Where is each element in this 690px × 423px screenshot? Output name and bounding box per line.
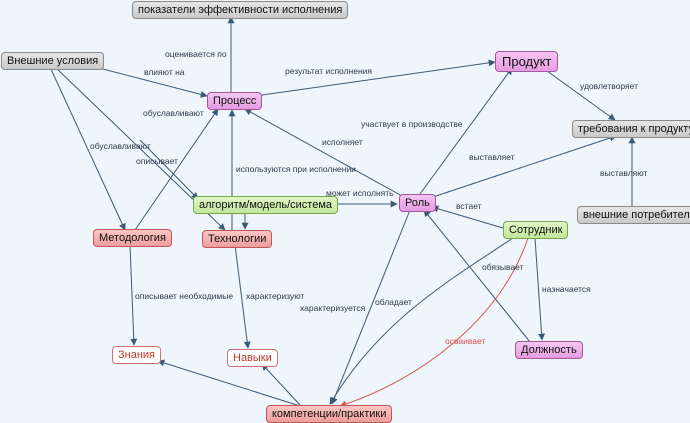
edge-ext-methodology <box>49 66 126 231</box>
edge-competencies-skills <box>261 363 301 406</box>
label-influence: влияют на <box>144 67 185 77</box>
node-employee[interactable]: Сотрудник <box>503 221 569 239</box>
label-assigned: назначается <box>542 284 591 294</box>
edge-ext-process <box>94 66 208 98</box>
label-characterized: характеризуется <box>300 303 366 313</box>
edge-technologies-skills <box>234 244 251 349</box>
node-algorithm[interactable]: алгоритм/модель/система <box>193 196 339 214</box>
node-knowledge[interactable]: Знания <box>112 346 162 364</box>
node-product-requirements[interactable]: требования к продукту <box>572 120 690 138</box>
node-skills[interactable]: Навыки <box>227 349 278 367</box>
edge-employee-competencies <box>329 237 514 405</box>
node-product[interactable]: Продукт <box>495 51 559 72</box>
label-evaluated-by: оценивается по <box>165 49 227 59</box>
edge-product-req <box>539 65 616 121</box>
node-process[interactable]: Процесс <box>207 92 263 110</box>
edge-process-product <box>254 59 496 97</box>
node-external-consumers[interactable]: внешние потребители <box>577 206 690 224</box>
node-role[interactable]: Роль <box>399 194 436 212</box>
label-used-in: используются при исполнении <box>236 164 356 174</box>
label-possesses: обладает <box>375 297 412 307</box>
edge-role-product <box>419 67 513 195</box>
edge-competencies-knowledge <box>157 359 301 407</box>
edge-position-role <box>423 209 531 343</box>
label-describes: описывает <box>136 156 178 166</box>
edge-methodology-process <box>134 108 219 231</box>
label-justifies1: обуславливают <box>143 108 204 118</box>
node-kpi[interactable]: показатели эффективности исполнения <box>132 1 349 19</box>
label-satisfies: удовлетворяет <box>580 81 638 91</box>
label-justifies2: обуславливают <box>90 141 151 151</box>
edge-employee-position <box>534 237 546 341</box>
edge-role-req <box>429 134 617 199</box>
label-characterize: характеризуют <box>246 291 304 301</box>
edge-employee-competencies-masters <box>339 237 529 408</box>
node-technologies[interactable]: Технологии <box>202 230 273 248</box>
edge-employee-role <box>431 205 504 229</box>
label-result: результат исполнения <box>285 66 372 76</box>
label-exposes: выставляет <box>469 152 515 162</box>
edge-role-process <box>244 108 403 197</box>
label-performs: исполняет <box>322 137 363 147</box>
label-becomes: встает <box>456 201 482 211</box>
label-masters: осваивает <box>445 336 485 346</box>
edge-methodology-knowledge <box>129 244 138 346</box>
label-participates: участвует в производстве <box>361 119 463 129</box>
edge-role-competencies <box>331 209 411 405</box>
label-can-perform: может исполнять <box>326 188 394 198</box>
node-external-conditions[interactable]: Внешние условия <box>1 52 105 70</box>
node-methodology[interactable]: Методология <box>93 229 172 247</box>
edge-methodology-algorithm <box>139 139 199 200</box>
label-describes-needed: описывает необходимые <box>135 291 233 301</box>
label-obliged: обязывает <box>482 262 524 272</box>
node-competencies[interactable]: компетенции/практики <box>266 405 393 423</box>
label-exposes2: выставляют <box>600 168 647 178</box>
node-position[interactable]: Должность <box>515 341 583 359</box>
